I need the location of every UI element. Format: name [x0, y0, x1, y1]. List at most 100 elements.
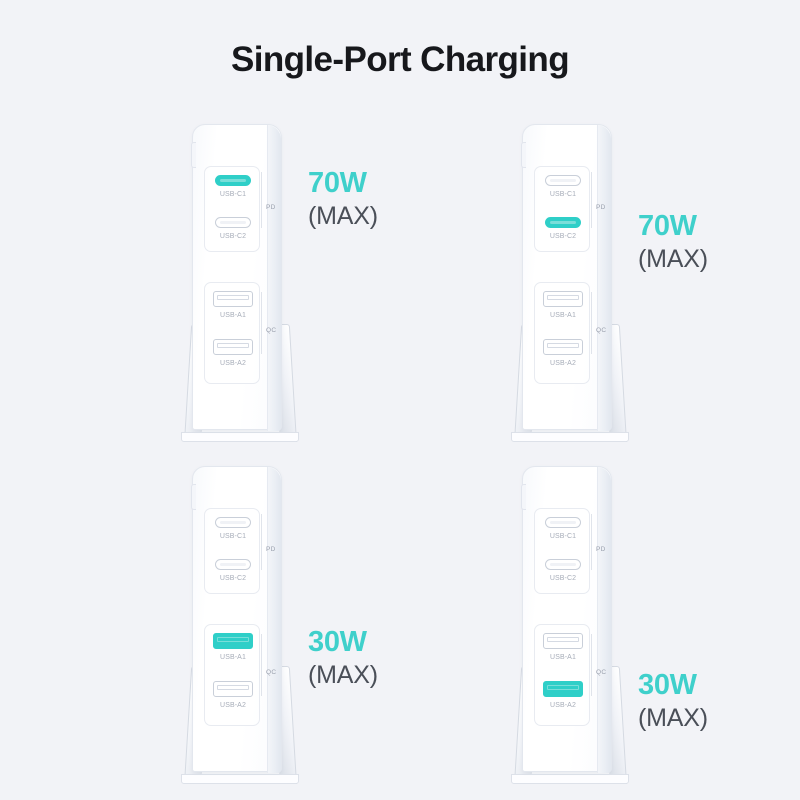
charger-side-panel [597, 125, 611, 431]
wattage-max-label: (MAX) [638, 704, 708, 732]
charger-prong-stand [180, 314, 300, 442]
port-usb-a1[interactable]: USB-A1 [535, 633, 591, 661]
pd-bracket-line [591, 514, 592, 570]
usb-a-connector-icon[interactable] [213, 633, 253, 649]
pd-marker-label: PD [266, 546, 276, 553]
prong-base [511, 432, 629, 442]
charger-figure: PD QC USB-C1 USB-C2 USB-A1 [490, 124, 800, 444]
wattage-value: 70W [308, 167, 367, 199]
port-label: USB-C2 [219, 575, 247, 582]
port-usb-a2[interactable]: USB-A2 [205, 681, 261, 709]
port-usb-c1[interactable]: USB-C1 [535, 175, 591, 198]
port-usb-a2[interactable]: USB-A2 [535, 339, 591, 367]
usb-c-connector-icon[interactable] [215, 217, 251, 228]
charger-device: PD QC USB-C1 USB-C2 USB-A1 [180, 124, 300, 442]
usb-c-connector-icon[interactable] [545, 559, 581, 570]
usb-c-connector-icon[interactable] [545, 217, 581, 228]
charger-side-panel [267, 125, 281, 431]
port-usb-c2[interactable]: USB-C2 [205, 217, 261, 240]
usb-c-connector-icon[interactable] [215, 517, 251, 528]
charger-figure: PD QC USB-C1 USB-C2 USB-A1 [160, 124, 470, 444]
charger-device: PD QC USB-C1 USB-C2 USB-A1 [510, 466, 630, 784]
charger-prong-stand [180, 656, 300, 784]
charger-prong-stand [510, 314, 630, 442]
usb-a-connector-icon[interactable] [213, 291, 253, 307]
qc-marker-label: QC [266, 669, 277, 676]
charger-device: PD QC USB-C1 USB-C2 USB-A1 [510, 124, 630, 442]
usb-a-connector-icon[interactable] [543, 339, 583, 355]
wattage-callout: 30W (MAX) [308, 628, 378, 688]
usb-c-connector-icon[interactable] [215, 559, 251, 570]
port-usb-c2[interactable]: USB-C2 [535, 559, 591, 582]
charger-device: PD QC USB-C1 USB-C2 USB-A1 [180, 466, 300, 784]
pd-bracket-line [261, 172, 262, 228]
usb-a-connector-icon[interactable] [543, 633, 583, 649]
wattage-callout: 30W (MAX) [638, 671, 708, 731]
port-usb-c2[interactable]: USB-C2 [205, 559, 261, 582]
usb-c-connector-icon[interactable] [545, 517, 581, 528]
port-label: USB-A1 [220, 312, 246, 319]
usb-a-port-group: USB-A1 USB-A2 [534, 624, 590, 726]
charger-figure: PD QC USB-C1 USB-C2 USB-A1 [490, 466, 800, 786]
port-label: USB-C1 [219, 191, 247, 198]
port-label: USB-A2 [550, 360, 576, 367]
wattage-max-label: (MAX) [638, 245, 708, 273]
port-label: USB-A1 [550, 312, 576, 319]
qc-bracket-line [591, 292, 592, 354]
port-usb-a1[interactable]: USB-A1 [205, 291, 261, 319]
page-title: Single-Port Charging [230, 40, 570, 79]
qc-bracket-line [591, 634, 592, 696]
prong-base [511, 774, 629, 784]
port-usb-c2[interactable]: USB-C2 [535, 217, 591, 240]
port-usb-c1[interactable]: USB-C1 [205, 175, 261, 198]
usb-c-connector-icon[interactable] [545, 175, 581, 186]
wattage-value: 70W [638, 210, 697, 242]
charger-side-panel [597, 467, 611, 773]
port-label: USB-C2 [549, 233, 577, 240]
usb-a-port-group: USB-A1 USB-A2 [204, 282, 260, 384]
port-label: USB-A1 [220, 654, 246, 661]
port-label: USB-A1 [550, 654, 576, 661]
qc-marker-label: QC [596, 327, 607, 334]
charger-edge-notch [521, 484, 526, 510]
qc-bracket-line [261, 292, 262, 354]
port-usb-a2[interactable]: USB-A2 [535, 681, 591, 709]
port-usb-a2[interactable]: USB-A2 [205, 339, 261, 367]
port-label: USB-C1 [219, 533, 247, 540]
usb-a-connector-icon[interactable] [213, 681, 253, 697]
charger-prong-stand [510, 656, 630, 784]
wattage-callout: 70W (MAX) [638, 212, 708, 272]
wattage-value: 30W [308, 626, 367, 658]
usb-c-port-group: USB-C1 USB-C2 [534, 508, 590, 594]
prong-base [181, 432, 299, 442]
charger-edge-notch [191, 484, 196, 510]
port-usb-c1[interactable]: USB-C1 [535, 517, 591, 540]
usb-c-port-group: USB-C1 USB-C2 [204, 508, 260, 594]
usb-a-connector-icon[interactable] [213, 339, 253, 355]
port-label: USB-C2 [549, 575, 577, 582]
wattage-max-label: (MAX) [308, 202, 378, 230]
port-label: USB-C1 [549, 191, 577, 198]
usb-c-connector-icon[interactable] [215, 175, 251, 186]
port-label: USB-A2 [550, 702, 576, 709]
usb-a-connector-icon[interactable] [543, 291, 583, 307]
wattage-value: 30W [638, 669, 697, 701]
port-label: USB-A2 [220, 702, 246, 709]
port-label: USB-A2 [220, 360, 246, 367]
qc-marker-label: QC [266, 327, 277, 334]
pd-marker-label: PD [596, 546, 606, 553]
qc-bracket-line [261, 634, 262, 696]
port-usb-c1[interactable]: USB-C1 [205, 517, 261, 540]
pd-marker-label: PD [596, 204, 606, 211]
usb-a-connector-icon[interactable] [543, 681, 583, 697]
pd-marker-label: PD [266, 204, 276, 211]
usb-a-port-group: USB-A1 USB-A2 [534, 282, 590, 384]
port-usb-a1[interactable]: USB-A1 [205, 633, 261, 661]
prong-base [181, 774, 299, 784]
qc-marker-label: QC [596, 669, 607, 676]
port-usb-a1[interactable]: USB-A1 [535, 291, 591, 319]
charger-edge-notch [191, 142, 196, 168]
charger-edge-notch [521, 142, 526, 168]
port-label: USB-C2 [219, 233, 247, 240]
charger-side-panel [267, 467, 281, 773]
